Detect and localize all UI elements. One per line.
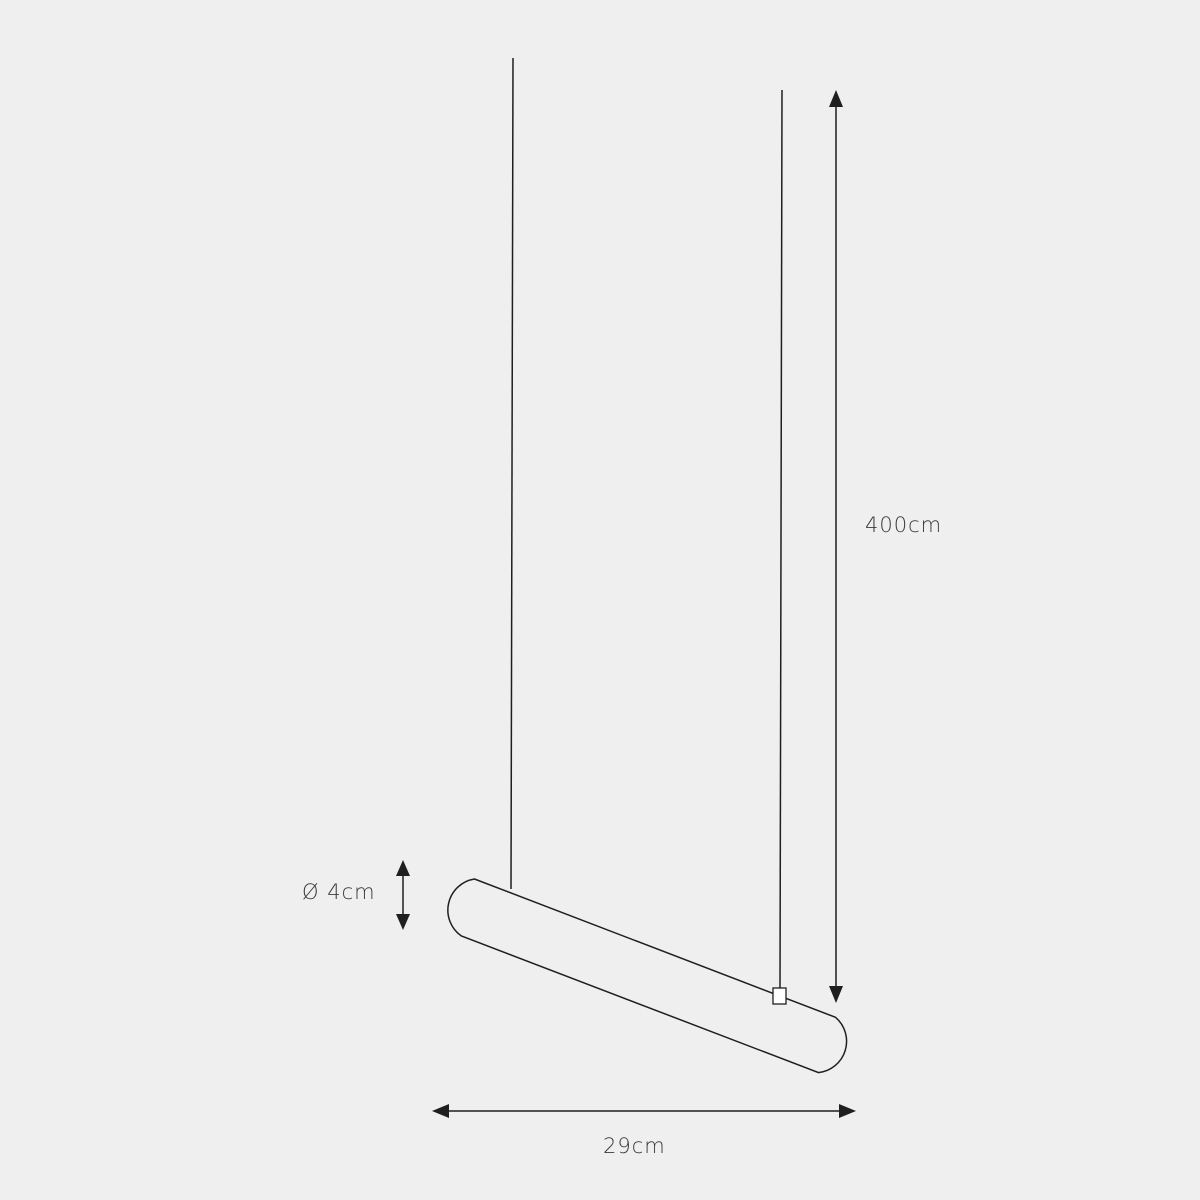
width-dimension (432, 1104, 856, 1118)
left-suspension-cable (510, 57, 514, 890)
height-dimension (829, 90, 843, 1003)
diameter-arrow-top (396, 860, 410, 876)
diameter-arrow-bottom (396, 914, 410, 930)
width-label: 29cm (603, 1134, 666, 1158)
diameter-label: Ø 4cm (302, 880, 376, 904)
height-label: 400cm (865, 513, 942, 537)
width-arrow-right (839, 1104, 856, 1118)
height-arrow-bottom (829, 986, 843, 1003)
width-arrow-left (432, 1104, 449, 1118)
cable-connector (772, 987, 787, 1005)
right-suspension-cable (779, 89, 783, 989)
height-arrow-top (829, 90, 843, 107)
lamp-body (447, 878, 848, 1074)
diameter-dimension (396, 860, 410, 930)
